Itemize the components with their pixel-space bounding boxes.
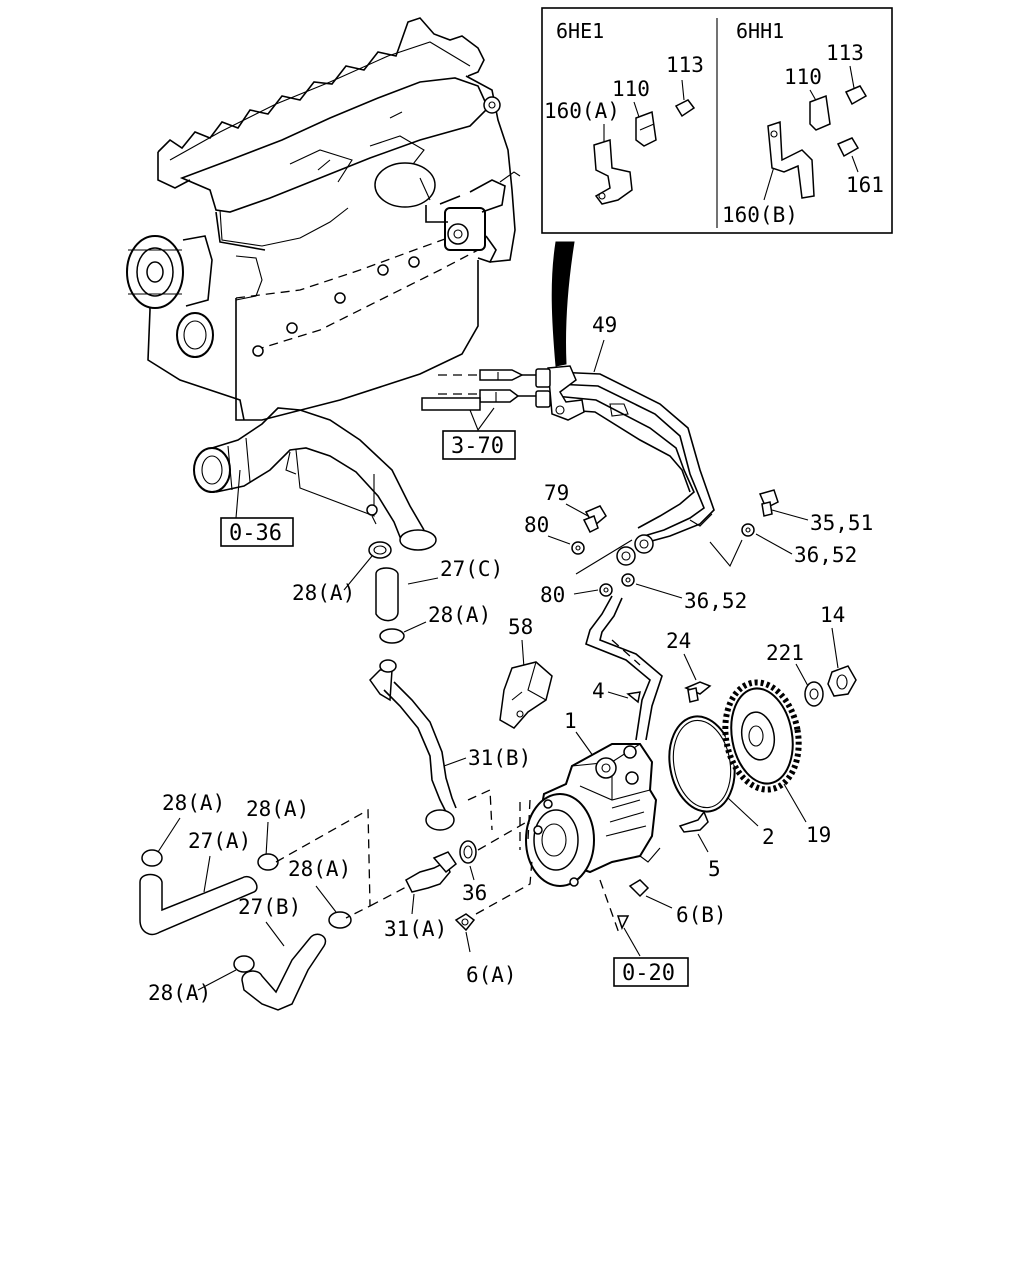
label-160a: 160(A) <box>544 99 620 123</box>
label-79: 79 <box>544 481 569 505</box>
bolt-113-left-part <box>674 99 696 118</box>
clip-110-left-part <box>635 110 657 147</box>
banjo-fittings: 79 80 80 35,51 36,52 36,52 <box>524 481 873 613</box>
ref-box-3-70[interactable]: 3-70 <box>442 430 516 460</box>
label-2: 2 <box>762 825 775 849</box>
label-19: 19 <box>806 823 831 847</box>
label-28a-left1: 28(A) <box>162 791 225 815</box>
label-113-left: 113 <box>666 53 704 77</box>
label-31a: 31(A) <box>384 917 447 941</box>
bolt-161-part <box>836 137 860 158</box>
drive-gear-group: 24 2 19 221 14 5 6(B) <box>628 603 857 927</box>
engine-block-illustration <box>126 17 521 421</box>
variant-6he1-label: 6HE1 <box>556 19 604 43</box>
label-49: 49 <box>592 313 617 337</box>
label-31b: 31(B) <box>468 746 531 770</box>
clip-110-right-part <box>809 94 831 131</box>
label-27c: 27(C) <box>440 557 503 581</box>
label-113-right: 113 <box>826 41 864 65</box>
bolt-113-right-part <box>844 85 868 106</box>
label-35-51: 35,51 <box>810 511 873 535</box>
label-5: 5 <box>708 857 721 881</box>
label-6a: 6(A) <box>466 963 517 987</box>
label-110-left: 110 <box>612 77 650 101</box>
variant-inset: 6HE1 6HH1 160(A) 110 113 110 113 161 160… <box>541 7 893 234</box>
label-28a-mid: 28(A) <box>428 603 491 627</box>
inset-pointer <box>551 241 575 367</box>
label-24: 24 <box>666 629 691 653</box>
label-1: 1 <box>564 709 577 733</box>
label-28a-bottom: 28(A) <box>148 981 211 1005</box>
ref-box-0-36[interactable]: 0-36 <box>220 517 294 547</box>
ref-0-36-text: 0-36 <box>229 521 282 546</box>
hoses-middle: 28(A) 27(C) 28(A) 31(B) <box>292 541 531 831</box>
hose-27a-part <box>139 873 258 936</box>
label-36-52-right: 36,52 <box>794 543 857 567</box>
label-4: 4 <box>592 679 605 703</box>
variant-6hh1-label: 6HH1 <box>736 19 784 43</box>
label-58: 58 <box>508 615 533 639</box>
label-160b: 160(B) <box>722 203 798 227</box>
label-27a: 27(A) <box>188 829 251 853</box>
hose-27c-part <box>375 567 399 622</box>
bracket-160a-part <box>593 139 633 205</box>
label-161: 161 <box>846 173 884 197</box>
ref-box-0-20[interactable]: 0-20 <box>613 915 689 987</box>
label-28a-left2: 28(A) <box>246 797 309 821</box>
union-bolt-group: 31(A) 36 6(A) <box>384 819 533 987</box>
ref-0-20-text: 0-20 <box>622 961 675 986</box>
bracket-58: 58 <box>499 615 553 729</box>
label-110-right: 110 <box>784 65 822 89</box>
label-28a-top: 28(A) <box>292 581 355 605</box>
hose-27b-part <box>241 933 327 1011</box>
fuel-pipe-assembly: 49 <box>421 313 715 566</box>
label-221: 221 <box>766 641 804 665</box>
label-27b: 27(B) <box>238 895 301 919</box>
label-14: 14 <box>820 603 845 627</box>
hoses-lower-left: 28(A) 28(A) 27(A) 28(A) 27(B) 28(A) <box>139 791 409 1011</box>
label-6b: 6(B) <box>676 903 727 927</box>
inset-frame <box>541 7 893 234</box>
label-80-lower: 80 <box>540 583 565 607</box>
label-36-52-mid: 36,52 <box>684 589 747 613</box>
label-36: 36 <box>462 881 487 905</box>
water-pipe-0-36 <box>193 407 437 551</box>
label-28a-left3: 28(A) <box>288 857 351 881</box>
bracket-160b-part <box>767 120 815 199</box>
ref-3-70-text: 3-70 <box>451 434 504 459</box>
label-80-upper: 80 <box>524 513 549 537</box>
supply-pump: 4 1 <box>519 595 663 937</box>
